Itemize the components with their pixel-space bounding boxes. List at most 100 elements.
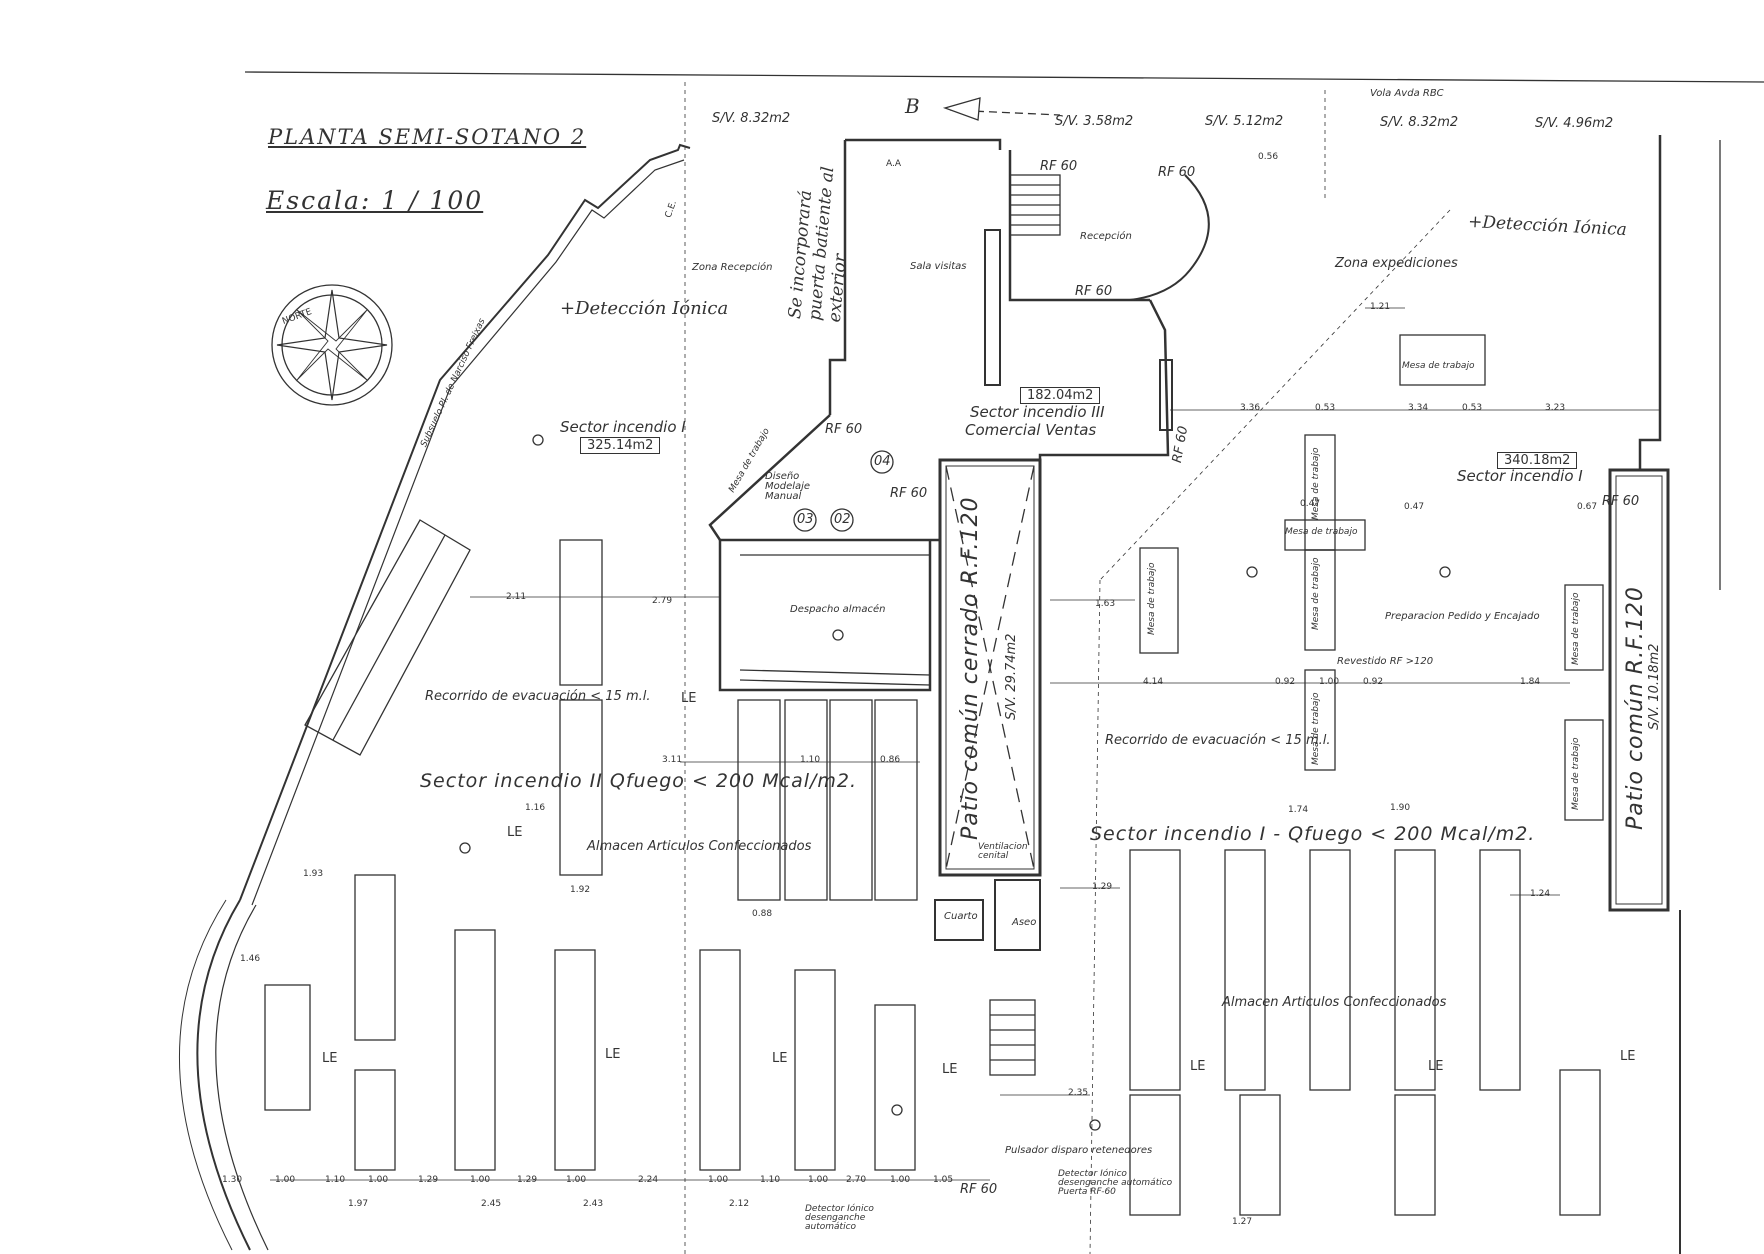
dimension: 0.92 — [1363, 677, 1384, 687]
patio-cross — [945, 465, 1035, 870]
shelf — [354, 1069, 396, 1171]
shelf — [1304, 669, 1336, 771]
dimension: 1.05 — [933, 1175, 954, 1185]
aseo-room — [994, 879, 1041, 951]
patio-central-label: Patio común cerrado R.F.120 — [958, 496, 983, 840]
le-label: LE — [681, 691, 697, 706]
shelf — [1564, 719, 1604, 821]
room-label: Diseño Modelaje Manual — [765, 471, 811, 502]
dimension: 2.35 — [1068, 1088, 1089, 1098]
shelf — [454, 929, 496, 1171]
sector-name: Sector incendio I — [1457, 467, 1583, 485]
shelf — [1394, 1094, 1436, 1216]
dimension: 2.24 — [638, 1175, 659, 1185]
dimension: 2.11 — [506, 592, 527, 602]
room-label: Ventilacion cenital — [978, 842, 1028, 861]
le-label: LE — [605, 1047, 621, 1062]
left-wall-inner — [251, 159, 685, 906]
dimension: 1.84 — [1520, 677, 1541, 687]
revestido-note: Revestido RF >120 — [1337, 656, 1434, 667]
dimension: 0.92 — [1275, 677, 1296, 687]
dimension: 2.12 — [729, 1199, 750, 1209]
north-compass — [271, 284, 393, 406]
dimension: 3.36 — [1240, 403, 1261, 413]
room-label: Zona Recepción — [692, 262, 773, 273]
sector-banner: Sector incendio II Qfuego < 200 Mcal/m2. — [420, 770, 858, 792]
diagonal-shelf — [304, 519, 471, 756]
dimension: 0.56 — [1258, 152, 1279, 162]
dimension: 2.79 — [652, 596, 673, 606]
room-label: Aseo — [1012, 917, 1037, 928]
dimension: 0.86 — [880, 755, 901, 765]
detector-icon — [832, 629, 844, 641]
room-label: Preparacion Pedido y Encajado — [1385, 611, 1540, 622]
patio-central-sv: S/V. 29.74m2 — [1004, 633, 1019, 720]
left-wall — [239, 143, 691, 901]
sector-sub: Comercial Ventas — [965, 421, 1097, 439]
detector-icon — [1439, 566, 1451, 578]
sv-label: S/V. 8.32m2 — [712, 111, 791, 126]
circle-id: 03 — [797, 512, 814, 527]
le-label: LE — [942, 1062, 958, 1077]
room-label: Zona expediciones — [1335, 256, 1458, 271]
dimension: 1.92 — [570, 885, 591, 895]
recepcion-curve — [1129, 174, 1210, 301]
evacuation-note: Recorrido de evacuación < 15 m.l. — [1105, 733, 1331, 748]
sector-name: Sector incendio III — [970, 403, 1105, 421]
mesa-label: Mesa de trabajo — [1571, 737, 1581, 810]
dimension: 1.00 — [890, 1175, 911, 1185]
mesa-label: Mesa de trabajo — [1311, 692, 1321, 765]
shelf — [1239, 1094, 1281, 1216]
shelf — [784, 699, 828, 901]
room-label: Almacen Articulos Confeccionados — [587, 839, 812, 854]
despacho-walls — [718, 540, 932, 692]
rf-label: RF 60 — [1040, 159, 1078, 174]
dimension: 0.88 — [752, 909, 773, 919]
le-label: LE — [322, 1051, 338, 1066]
curved-wall-inner — [215, 904, 269, 1251]
dimension: 1.29 — [418, 1175, 439, 1185]
dimension: 1.90 — [1390, 803, 1411, 813]
dimension: 1.21 — [1370, 302, 1391, 312]
detector-icon — [1089, 1119, 1101, 1131]
dimension: 3.34 — [1408, 403, 1429, 413]
shelf — [354, 874, 396, 1041]
shelf — [1139, 547, 1179, 654]
dimension: 0.47 — [1404, 502, 1425, 512]
sector-banner: Sector incendio I - Qfuego < 200 Mcal/m2… — [1090, 823, 1536, 845]
curved-wall — [196, 899, 251, 1251]
corridor-walls — [845, 138, 1002, 150]
detector-icon — [1246, 566, 1258, 578]
dimension: 0.53 — [1315, 403, 1336, 413]
rf-label: RF 60 — [890, 486, 928, 501]
detector-icon — [459, 842, 471, 854]
shelf — [874, 699, 918, 901]
drawing-title: PLANTA SEMI-SOTANO 2 — [268, 125, 587, 149]
dimension: 1.93 — [303, 869, 324, 879]
mesa-label: Mesa de trabajo — [1285, 527, 1358, 537]
sector-area: 325.14m2 — [580, 437, 661, 454]
dimension: 1.00 — [470, 1175, 491, 1185]
dimension: 1.29 — [1092, 882, 1113, 892]
dimension: 1.10 — [325, 1175, 346, 1185]
sector-boundary — [1099, 209, 1451, 581]
dimension: 0.67 — [1577, 502, 1598, 512]
shelf — [559, 699, 603, 876]
section-mark: B — [905, 94, 920, 118]
right-wall — [1638, 135, 1662, 470]
shelf — [1224, 849, 1266, 1091]
sv-label: S/V. 5.12m2 — [1205, 114, 1284, 129]
shelf — [1564, 584, 1604, 671]
patio-right-inner — [1615, 475, 1663, 905]
dimension: 1.00 — [808, 1175, 829, 1185]
detector-note: Detector Iónico desenganche automático — [805, 1204, 874, 1232]
curved-wall-outer — [179, 899, 233, 1251]
facade-note: Vola Avda RBC — [1370, 88, 1444, 99]
dimension: 1.00 — [368, 1175, 389, 1185]
shelf — [1309, 849, 1351, 1091]
shelf — [1479, 849, 1521, 1091]
dimension: 1.30 — [222, 1175, 243, 1185]
dimension: 1.24 — [1530, 889, 1551, 899]
patio-central-inner — [945, 465, 1035, 870]
